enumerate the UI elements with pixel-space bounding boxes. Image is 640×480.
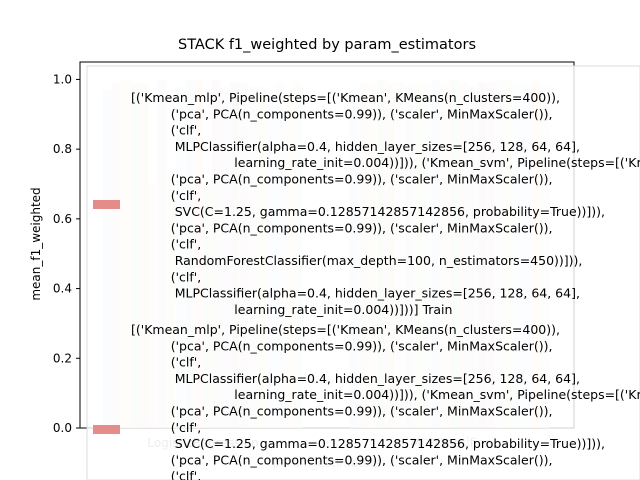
y-tick-label: 0.6 [53,212,72,226]
legend-line: MLPClassifier(alpha=0.4, hidden_layer_si… [131,139,580,154]
legend-handle [93,200,120,209]
legend-line: learning_rate_init=0.004))])), ('Kmean_s… [131,155,640,170]
legend-line: ('clf', [131,188,201,203]
legend-handle [93,425,120,434]
legend-line: ('clf', [131,237,201,252]
legend-line: ('pca', PCA(n_components=0.99)), ('scale… [131,338,552,353]
legend-line: ('pca', PCA(n_components=0.99)), ('scale… [131,452,552,467]
legend-line: [('Kmean_mlp', Pipeline(steps=[('Kmean',… [131,90,560,105]
legend-line: ('clf', [131,355,201,370]
legend-line: ('clf', [131,123,201,138]
legend-line: ('pca', PCA(n_components=0.99)), ('scale… [131,220,552,235]
legend-line: SVC(C=1.25, gamma=0.12857142857142856, p… [131,204,605,219]
y-tick-label: 0.2 [53,351,72,365]
legend-line: MLPClassifier(alpha=0.4, hidden_layer_si… [131,371,580,386]
legend-line: MLPClassifier(alpha=0.4, hidden_layer_si… [131,286,580,301]
legend-line: learning_rate_init=0.004))])), ('Kmean_s… [131,387,640,402]
y-tick-label: 1.0 [53,72,72,86]
legend-line: learning_rate_init=0.004))]))] Train [131,302,452,317]
legend-line: ('clf', [131,420,201,435]
y-tick-label: 0.4 [53,282,72,296]
legend: [('Kmean_mlp', Pipeline(steps=[('Kmean',… [86,65,640,480]
legend-line: ('pca', PCA(n_components=0.99)), ('scale… [131,106,552,121]
legend-line: ('pca', PCA(n_components=0.99)), ('scale… [131,172,552,187]
legend-line: ('clf', [131,469,201,480]
legend-line: [('Kmean_mlp', Pipeline(steps=[('Kmean',… [131,322,560,337]
y-axis: 0.0 0.2 0.4 0.6 0.8 1.0 [53,72,80,435]
legend-line: ('pca', PCA(n_components=0.99)), ('scale… [131,404,552,419]
y-tick-label: 0.0 [53,421,72,435]
legend-line: ('clf', [131,269,201,284]
y-tick-label: 0.8 [53,142,72,156]
legend-frame [86,65,640,480]
legend-line: RandomForestClassifier(max_depth=100, n_… [131,253,582,268]
chart-title: STACK f1_weighted by param_estimators [178,37,476,53]
legend-line: SVC(C=1.25, gamma=0.12857142857142856, p… [131,436,605,451]
y-axis-label: mean_f1_weighted [29,187,43,300]
